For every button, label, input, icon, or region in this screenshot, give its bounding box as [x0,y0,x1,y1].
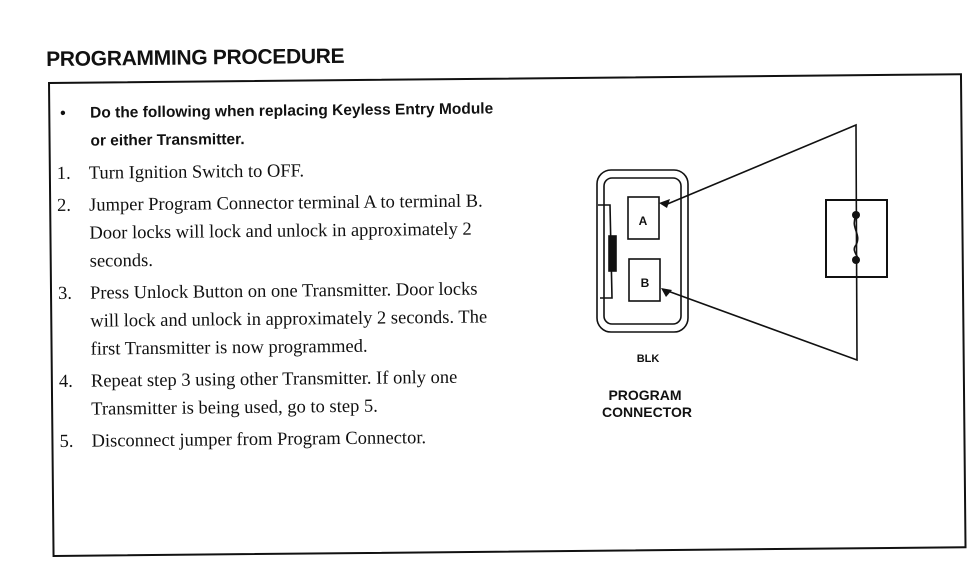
wire-color-label: BLK [637,353,660,365]
caption-line-2: CONNECTOR [602,404,692,420]
terminal-a-box [627,196,660,240]
latch-tab [608,235,617,272]
jumper-inset-box [825,199,888,278]
terminal-b-label: B [641,276,650,290]
caption-line-1: PROGRAM [608,387,681,403]
leader-lines [664,123,858,362]
jumper-dot-top [852,211,860,219]
terminal-b-box [628,258,661,302]
terminal-a-label: A [639,214,648,228]
jumper-dot-bottom [852,256,860,264]
connector-housing [596,169,689,333]
connector-inner [603,177,682,325]
arrow-a-icon [659,199,670,208]
arrow-b-icon [661,288,672,297]
